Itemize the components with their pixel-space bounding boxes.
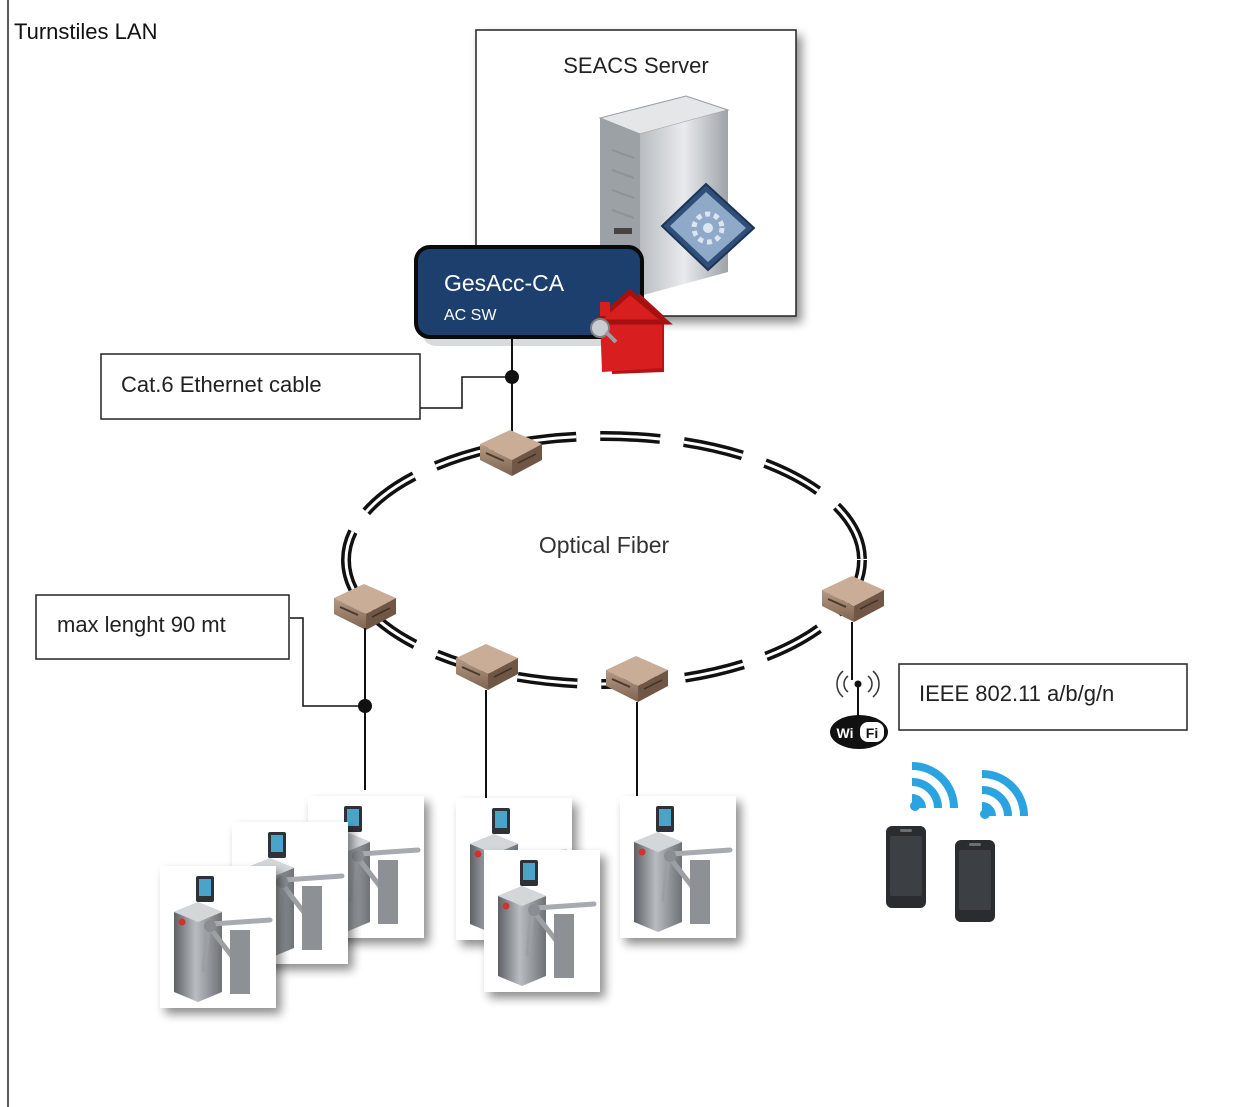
switch-bottom-1 (455, 643, 519, 691)
wifi-logo-icon: Wi Fi (830, 670, 888, 749)
svg-text:Fi: Fi (866, 725, 878, 741)
turnstile-right (620, 796, 736, 938)
app-subtitle: AC SW (444, 307, 497, 324)
length-label: max lenght 90 mt (57, 612, 226, 637)
turnstile-group-right (620, 796, 736, 938)
server-label: SEACS Server (563, 53, 709, 78)
gesacc-ca-box (414, 245, 644, 339)
length-callout-box (35, 594, 290, 660)
optical-fiber-ring (341, 431, 867, 689)
turnstile-middle-front (484, 850, 600, 992)
ethernet-callout-line (420, 376, 512, 409)
svg-text:Wi: Wi (837, 725, 854, 741)
wifi-standard-box (898, 663, 1188, 731)
fiber-label: Optical Fiber (539, 532, 670, 558)
settings-gear-icon (660, 182, 756, 272)
app-name: GesAcc-CA (444, 270, 565, 296)
length-callout-line (290, 617, 365, 707)
ethernet-label: Cat.6 Ethernet cable (121, 372, 322, 397)
turnstile-group-left (160, 796, 424, 1008)
switch-bottom-2 (605, 655, 669, 703)
wifi-signal-icon-1 (910, 766, 954, 811)
wifi-signal-icon-2 (980, 774, 1024, 819)
diagram-title: Turnstiles LAN (14, 19, 157, 44)
wifi-standard-label: IEEE 802.11 a/b/g/n (919, 681, 1114, 706)
turnstile-left-front (160, 866, 276, 1008)
handheld-device-1 (886, 826, 926, 908)
handheld-device-2 (955, 840, 995, 922)
ethernet-callout-box (100, 353, 421, 420)
switch-right (821, 575, 885, 623)
turnstile-group-middle (456, 798, 600, 992)
house-key-icon (589, 288, 673, 374)
